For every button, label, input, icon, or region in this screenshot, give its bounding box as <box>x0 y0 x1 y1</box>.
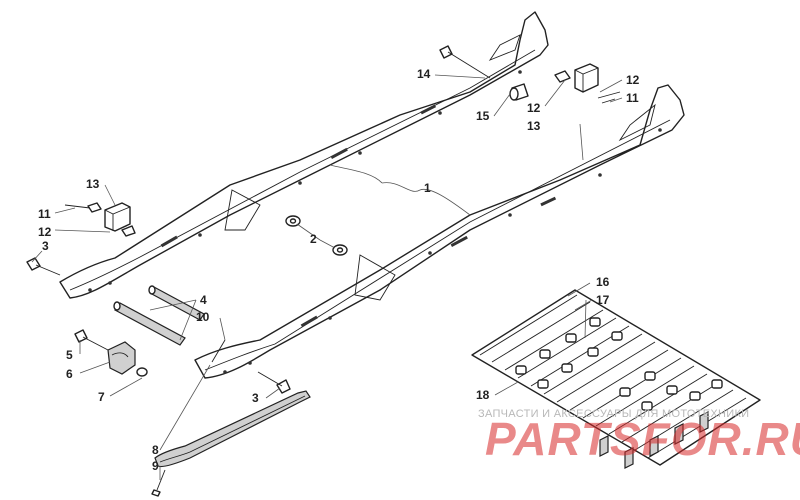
callout-5: 5 <box>66 348 73 362</box>
callout-7: 7 <box>98 390 105 404</box>
callout-18: 18 <box>476 388 490 402</box>
watermark-brand: PARTSFOR.RU <box>485 413 800 465</box>
spacer <box>509 83 529 101</box>
callout-12: 12 <box>626 73 640 87</box>
slide-rail-lower <box>194 84 685 379</box>
callout-3: 3 <box>252 391 259 405</box>
leader-lines <box>31 74 623 480</box>
callout-1: 1 <box>424 181 431 195</box>
slide-rail-upper <box>59 11 549 299</box>
callout-13: 13 <box>527 119 541 133</box>
bumper-block <box>107 341 148 377</box>
callout-14: 14 <box>417 67 431 81</box>
callout-4: 4 <box>200 293 207 307</box>
callout-17: 17 <box>596 293 610 307</box>
callout-15: 15 <box>476 109 490 123</box>
watermark-caption: ЗАПЧАСТИ И АКСЕССУАРЫ ДЛЯ МОТОТЕХНИКИ <box>478 408 750 420</box>
callout-13: 13 <box>86 177 100 191</box>
stopper-block-lower <box>64 202 136 237</box>
callout-8: 8 <box>152 443 159 457</box>
callout-16: 16 <box>596 275 610 289</box>
callout-12: 12 <box>38 225 52 239</box>
callout-2: 2 <box>310 232 317 246</box>
callout-11: 11 <box>38 207 51 221</box>
callout-11: 11 <box>626 91 639 105</box>
bolts <box>26 45 491 497</box>
callout-9: 9 <box>152 459 159 473</box>
washers <box>285 215 348 256</box>
wear-bar <box>154 390 311 468</box>
callout-12: 12 <box>527 101 541 115</box>
track <box>471 289 761 469</box>
stopper-block-upper <box>554 63 621 104</box>
track-lugs <box>599 411 709 469</box>
callout-6: 6 <box>66 367 73 381</box>
track-clips <box>515 317 723 411</box>
callout-3: 3 <box>42 239 49 253</box>
callout-10: 10 <box>196 310 210 324</box>
cross-shafts <box>113 285 205 346</box>
